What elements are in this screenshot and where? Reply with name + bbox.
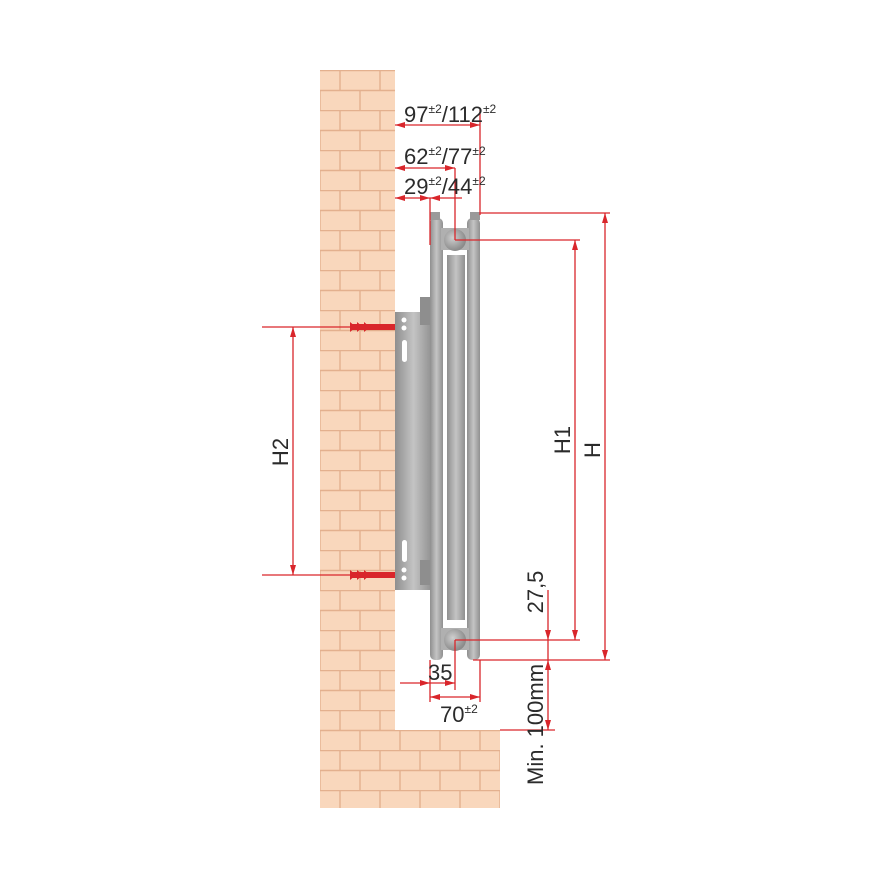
depth-panel-label: 29±2/44±2 xyxy=(404,174,486,199)
wall-anchor-bottom xyxy=(262,570,395,580)
pipe-offset-label: 27,5 xyxy=(523,571,548,614)
height-total-label: H xyxy=(580,442,605,458)
floor-clearance-label: Min. 100mm xyxy=(523,664,548,785)
radiator-section xyxy=(430,212,480,660)
depth-pipe-label: 62±2/77±2 xyxy=(404,144,486,169)
height-axis-label: H1 xyxy=(550,426,575,454)
depth-total-label: 97±2/112±2 xyxy=(404,102,497,127)
wall-bracket xyxy=(395,297,432,590)
brick-wall xyxy=(320,70,500,808)
bracket-spacing-label: H2 xyxy=(268,438,293,466)
width-label: 70±2 xyxy=(440,702,478,727)
half-width-label: 35 xyxy=(428,660,452,685)
dimension-arrowheads xyxy=(290,122,608,730)
wall-anchor-top xyxy=(262,322,395,332)
